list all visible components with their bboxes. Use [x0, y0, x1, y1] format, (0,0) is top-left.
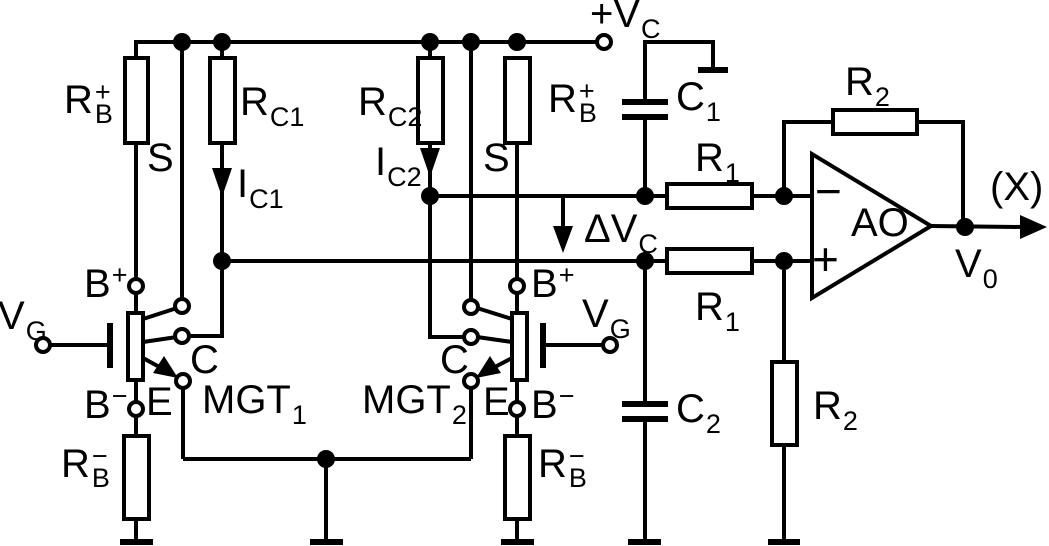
resistor-r2-bottom: [770, 360, 799, 447]
mgt1-bminus-contact: [127, 400, 145, 418]
junction-dot: [775, 187, 793, 205]
mgt2-bminus-contact: [508, 400, 526, 418]
mgt1-emitter-arrow: [153, 356, 178, 378]
terminal-vg-right: [601, 336, 619, 354]
opamp-triangle: [810, 150, 935, 302]
junction-dots: [173, 33, 974, 468]
c1-top-wire: [643, 40, 715, 99]
label-rb-minus-left: R−B: [61, 441, 110, 493]
output-arrow: [1020, 215, 1047, 239]
junction-dot: [636, 187, 654, 205]
mgt1-collector-contact: [173, 327, 191, 345]
label-rb-minus-right: R−B: [538, 441, 587, 493]
junction-dot: [775, 252, 793, 270]
label-r2-bottom: R2: [813, 384, 858, 436]
label-mgt1: MGT1: [202, 378, 307, 430]
arrows: [153, 148, 1047, 378]
label-ic2: IC2: [375, 140, 422, 192]
label-rc1: RC1: [240, 80, 305, 132]
label-r1-top: R1: [695, 136, 740, 188]
label-s-right: S: [483, 136, 510, 180]
junction-dot: [636, 252, 654, 270]
output-wire: [930, 224, 1023, 229]
label-v0: V0: [955, 242, 998, 294]
label-b-minus-right: B−: [531, 381, 575, 427]
label-opamp-plus: +: [812, 233, 839, 285]
terminal-vg-left: [34, 336, 52, 354]
mgt1-s-contact: [173, 297, 191, 315]
label-vg-left: VG: [0, 294, 47, 346]
ic2-arrow: [420, 148, 440, 177]
label-e-left: E: [146, 380, 173, 424]
label-delta-vc: ΔVC: [584, 207, 658, 259]
mgt1-bplus-contact: [127, 277, 145, 295]
resistor-r1-top: [665, 182, 754, 210]
label-b-plus-right: B+: [531, 260, 575, 306]
mgt2-s-contact: [462, 298, 480, 316]
ic1-arrow: [212, 168, 232, 197]
resistor-r2-top: [831, 108, 919, 136]
label-vc-supply: +VC: [590, 0, 661, 44]
mgt2-emitter-arrow: [476, 356, 501, 378]
junction-dot: [508, 33, 526, 51]
resistor-r1-bottom: [665, 247, 754, 275]
junction-dot: [213, 252, 231, 270]
junction-dot: [462, 33, 480, 51]
label-b-minus-left: B−: [84, 381, 128, 427]
label-ic1: IC1: [237, 162, 284, 214]
label-r2-top: R2: [845, 60, 890, 112]
junction-dot: [213, 33, 231, 51]
mgt2-collector-wire: [428, 196, 464, 339]
junction-dot: [317, 450, 335, 468]
mgt2-emitter-contact: [462, 372, 480, 390]
label-c-right: C: [440, 338, 469, 382]
junction-dot: [956, 218, 974, 236]
terminal-vc-supply: [595, 33, 613, 51]
resistors: [122, 56, 919, 521]
mgt1-body: [126, 311, 145, 382]
label-c2: C2: [676, 387, 721, 439]
resistor-rb-minus-right: [503, 434, 532, 521]
wires: [50, 40, 1023, 542]
junction-dot: [173, 33, 191, 51]
label-s-left: S: [147, 136, 174, 180]
capacitors: [622, 99, 668, 422]
ground-symbols: [120, 67, 800, 545]
mgt2-bplus-contact: [508, 277, 526, 295]
delta-vc-arrow: [553, 226, 573, 253]
label-ao: AO: [851, 201, 909, 245]
label-c1: C1: [676, 75, 721, 127]
label-opamp-minus: −: [815, 165, 842, 217]
mgt2-gate-bar: [540, 323, 546, 368]
label-x-output: (X): [990, 165, 1044, 209]
resistor-rc1: [208, 56, 237, 145]
mgt1-gate-bar: [107, 323, 113, 368]
contacts: [34, 33, 619, 418]
transistors: [107, 311, 546, 382]
mgt2-body: [510, 311, 529, 382]
mgt1-emitter-contact: [174, 372, 192, 390]
resistor-rc2: [416, 56, 445, 145]
label-mgt2: MGT2: [362, 378, 467, 430]
mgt2-collector-contact: [462, 328, 480, 346]
junction-dot: [421, 33, 439, 51]
label-r1-bottom: R1: [695, 285, 740, 337]
feedback-wire: [782, 120, 833, 196]
label-rb-plus-right: R+B: [548, 76, 597, 128]
label-b-plus-left: B+: [84, 260, 128, 306]
label-rc2: RC2: [358, 80, 423, 132]
label-c-left: C: [190, 338, 219, 382]
junction-dot: [421, 187, 439, 205]
label-vg-right: VG: [582, 292, 631, 344]
supply-rail-wire: [134, 40, 597, 58]
resistor-rb-plus-right: [503, 56, 532, 145]
label-e-right: E: [483, 380, 510, 424]
resistor-rb-minus-left: [122, 434, 151, 521]
mgt1-collector-wire: [189, 261, 224, 338]
label-rb-plus-left: R+B: [64, 77, 113, 129]
resistor-rb-plus-left: [123, 56, 150, 145]
